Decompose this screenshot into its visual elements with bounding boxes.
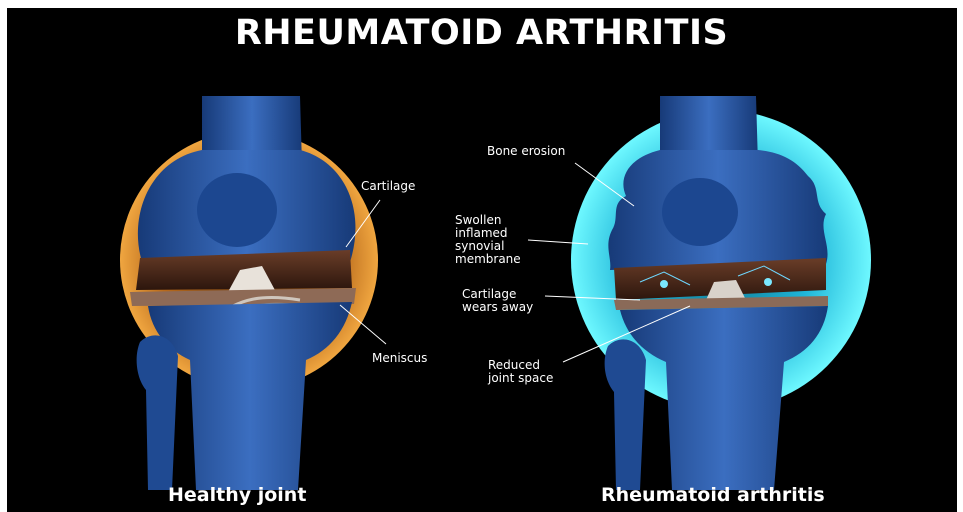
healthy-joint-illustration <box>120 96 378 490</box>
healthy-fibula <box>137 335 178 490</box>
label-cartilage-wears-away: Cartilage wears away <box>462 288 533 314</box>
ra-fibula <box>605 339 646 490</box>
ra-joint-illustration <box>571 96 871 490</box>
label-cartilage: Cartilage <box>361 180 415 193</box>
label-bone-erosion: Bone erosion <box>487 145 565 158</box>
page-title: RHEUMATOID ARTHRITIS <box>0 13 963 53</box>
caption-healthy-joint: Healthy joint <box>168 484 306 506</box>
healthy-tibia <box>148 302 352 490</box>
label-swollen-synovial-membrane: Swollen inflamed synovial membrane <box>455 214 521 266</box>
ra-patella <box>662 178 738 246</box>
healthy-patella <box>197 173 277 247</box>
caption-rheumatoid-arthritis: Rheumatoid arthritis <box>601 484 825 506</box>
label-meniscus: Meniscus <box>372 352 427 365</box>
label-reduced-joint-space: Reduced joint space <box>488 359 553 385</box>
ra-tibia <box>620 306 828 490</box>
